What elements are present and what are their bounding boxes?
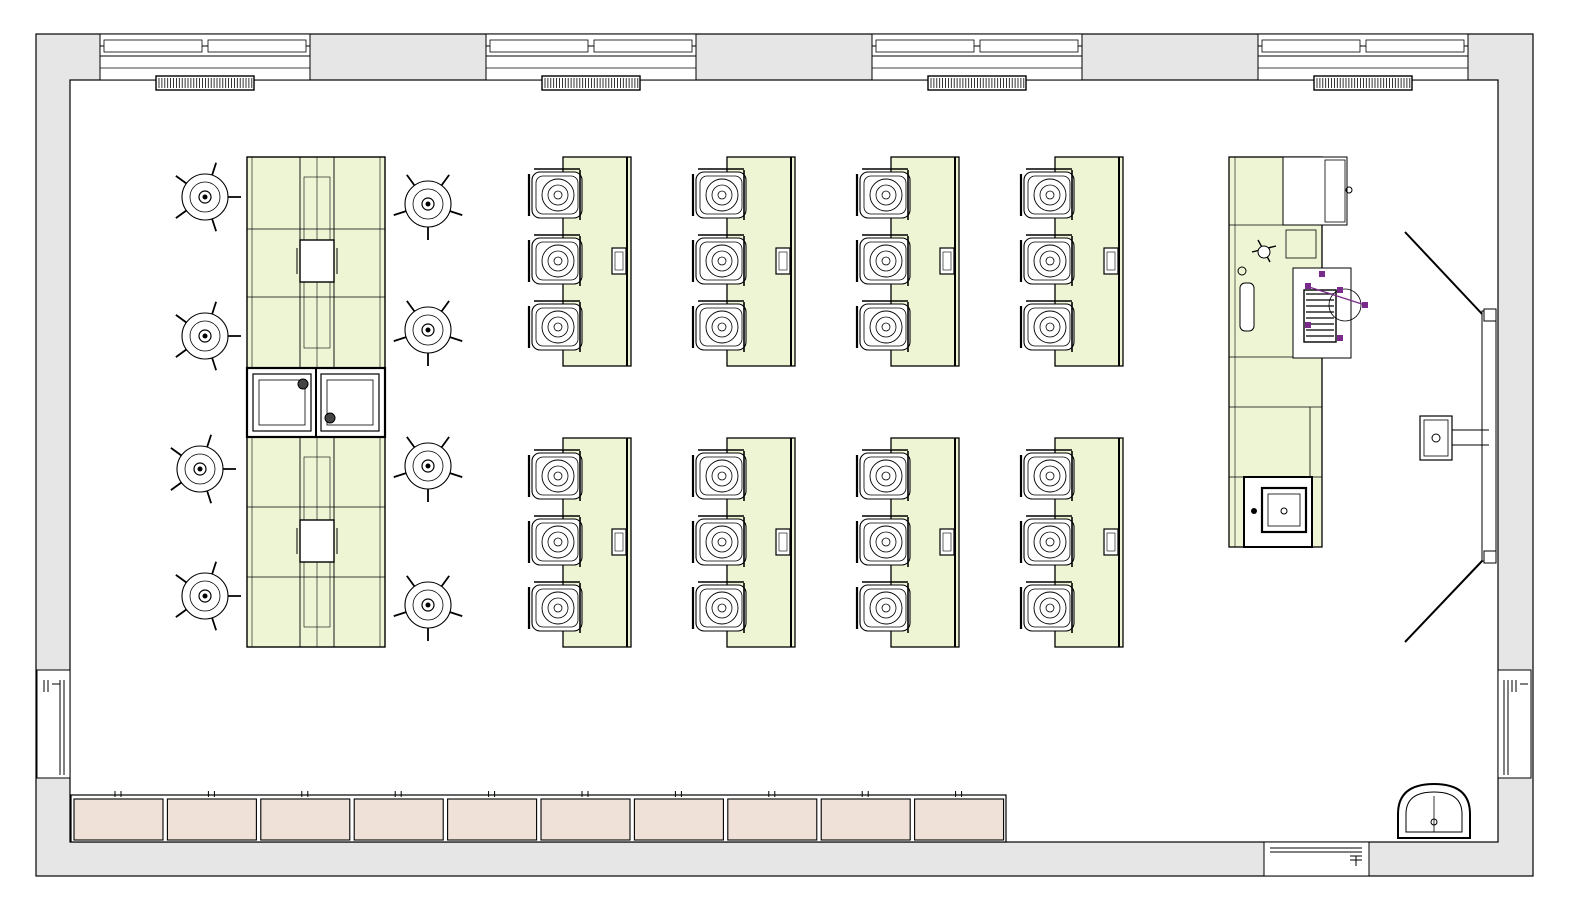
stool-icon <box>393 300 463 366</box>
chair-icon <box>527 515 583 567</box>
stool-icon <box>175 561 241 631</box>
chair-icon <box>855 168 911 220</box>
door-icon <box>36 669 71 779</box>
desk-sink-icon <box>1103 528 1119 556</box>
swivel-chair-icon <box>1251 239 1277 263</box>
window-icon <box>871 33 1083 81</box>
doors <box>36 669 1532 877</box>
chair-icon <box>691 168 747 220</box>
wall-cabinet <box>353 791 444 841</box>
stool-icon <box>393 174 463 240</box>
window-icon <box>485 33 697 81</box>
chair-icon <box>527 449 583 501</box>
lab-stools <box>170 162 463 641</box>
sink-icon <box>1243 476 1313 548</box>
chair-icon <box>527 234 583 286</box>
bench-fixture-icon <box>296 519 338 563</box>
microscope-icon <box>1292 267 1368 359</box>
wall-cabinet <box>820 791 911 841</box>
desk-sink-icon <box>611 528 627 556</box>
wall-cabinets <box>70 791 1007 843</box>
stool-icon <box>170 434 236 504</box>
misc-fixtures <box>1397 231 1497 839</box>
chair-icon <box>1019 515 1075 567</box>
desk-sink-icon <box>939 528 955 556</box>
window-icon <box>99 33 311 81</box>
student-desks <box>527 156 1124 648</box>
sink-icon <box>245 366 387 439</box>
chair-icon <box>855 234 911 286</box>
desk-sink-icon <box>775 528 791 556</box>
stool-icon <box>175 162 241 232</box>
student-desk <box>691 437 796 648</box>
windows <box>99 33 1469 81</box>
radiator-icon <box>541 75 641 91</box>
window-icon <box>1257 33 1469 81</box>
student-desk <box>691 156 796 367</box>
wall-cabinet <box>727 791 818 841</box>
chair-icon <box>855 581 911 633</box>
wall-cabinet <box>260 791 351 841</box>
wall-cabinet <box>633 791 724 841</box>
chair-icon <box>855 515 911 567</box>
chair-icon <box>1019 234 1075 286</box>
wall-cabinet <box>540 791 631 841</box>
stool-icon <box>393 575 463 641</box>
wall-cabinet <box>447 791 538 841</box>
student-desk <box>1019 156 1124 367</box>
stool-icon <box>175 301 241 371</box>
desk-sink-icon <box>611 247 627 275</box>
student-desk <box>855 156 960 367</box>
student-desk <box>527 437 632 648</box>
wall-cabinet <box>73 791 164 841</box>
radiator-icon <box>155 75 255 91</box>
chair-icon <box>1019 300 1075 352</box>
chair-icon <box>691 300 747 352</box>
desk-sink-icon <box>775 247 791 275</box>
desk-sink-icon <box>1103 247 1119 275</box>
desk-sink-icon <box>939 247 955 275</box>
wall-cabinet <box>166 791 257 841</box>
chair-icon <box>691 515 747 567</box>
chair-icon <box>855 300 911 352</box>
chair-icon <box>1019 168 1075 220</box>
chair-icon <box>1019 449 1075 501</box>
stool-icon <box>393 436 463 502</box>
wall-cabinet <box>914 791 1005 841</box>
radiator-icon <box>927 75 1027 91</box>
chair-icon <box>1019 581 1075 633</box>
central-lab-bench <box>245 156 387 648</box>
door-icon <box>1263 841 1370 877</box>
chair-icon <box>527 168 583 220</box>
student-desk <box>1019 437 1124 648</box>
student-desk <box>855 437 960 648</box>
bench-fixture-icon <box>296 239 338 283</box>
radiator-icon <box>1313 75 1413 91</box>
chair-icon <box>855 449 911 501</box>
radiators <box>155 75 1413 91</box>
chair-icon <box>691 581 747 633</box>
projection-screen-icon <box>1404 231 1497 643</box>
chair-icon <box>527 300 583 352</box>
chair-icon <box>691 234 747 286</box>
door-icon <box>1497 669 1532 779</box>
chair-icon <box>691 449 747 501</box>
tap-icon <box>1239 282 1255 332</box>
wall-device-icon <box>1419 415 1489 461</box>
chair-icon <box>527 581 583 633</box>
teacher-station <box>1228 156 1368 548</box>
student-desk <box>527 156 632 367</box>
wash-basin-icon <box>1397 782 1471 839</box>
